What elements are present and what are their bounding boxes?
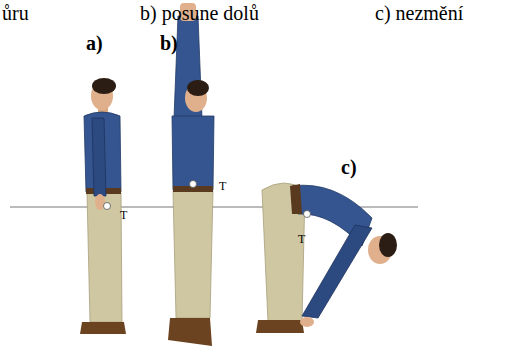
figure-letter: c) [341, 156, 357, 179]
figure-letter: b) [160, 32, 178, 55]
standing-figure [80, 78, 126, 334]
answer-option: c) nezmění [375, 2, 463, 25]
answer-option: b) posune dolů [140, 2, 259, 25]
center-of-gravity-label: T [298, 233, 305, 247]
answer-option: ůru [2, 2, 29, 25]
center-of-gravity-label: T [219, 180, 226, 194]
arms-up-figure [168, 3, 214, 346]
center-of-gravity-label: T [120, 209, 127, 223]
figure-letter: a) [86, 32, 103, 55]
bent-figure [256, 183, 397, 333]
